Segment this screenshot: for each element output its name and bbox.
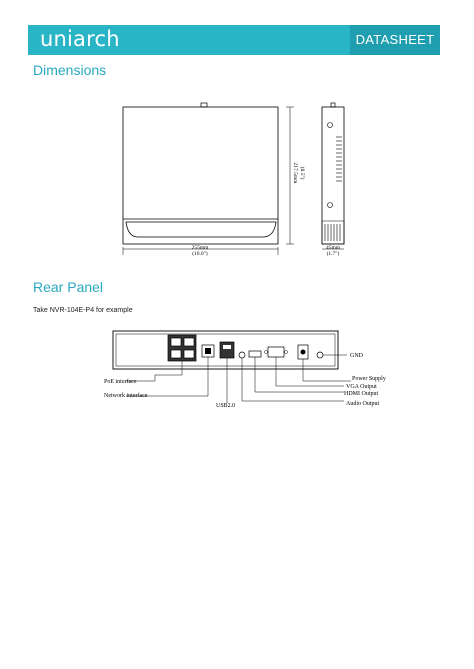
power-supply-label: Power Supply	[352, 376, 386, 382]
width-inch-label: (10.0")	[192, 250, 208, 257]
rear-panel-heading: Rear Panel	[33, 279, 104, 295]
gnd-terminal	[316, 351, 324, 359]
datasheet-badge: DATASHEET	[350, 25, 440, 55]
header-bar: uniarch DATASHEET	[28, 25, 440, 55]
dimensions-heading: Dimensions	[33, 62, 107, 78]
usb-port	[219, 341, 235, 359]
vga-port	[267, 346, 285, 358]
depth-inch-label: (8.5")	[299, 167, 306, 180]
rear-chassis-outline	[112, 330, 339, 370]
width-label: 255mm	[192, 245, 210, 251]
poe-interface-label: PoE interface	[104, 378, 137, 385]
top-view-outline	[122, 106, 279, 245]
hdmi-port	[248, 350, 262, 358]
brand-logo: uniarch	[40, 27, 120, 51]
network-interface-label: Network interface	[104, 392, 148, 399]
rear-panel-drawing: GND Power Supply VGA Output HDMI Output …	[104, 330, 386, 409]
height-label: 45mm	[326, 245, 341, 251]
gnd-label: GND	[350, 353, 364, 359]
height-inch-label: (1.7")	[327, 250, 340, 257]
audio-port	[238, 351, 246, 359]
dimensions-drawing: 255mm (10.0") 217.5mm (8.5") 45mm (1.7")	[122, 102, 345, 257]
rear-panel-caption: Take NVR-104E-P4 for example	[33, 307, 133, 314]
vga-output-label: VGA Output	[346, 384, 377, 390]
audio-output-label: Audio Output	[346, 401, 380, 407]
hdmi-output-label: HDMI Output	[344, 391, 378, 397]
usb-label: USB2.0	[216, 403, 235, 409]
depth-label: 217.5mm	[292, 163, 298, 185]
side-view-outline	[321, 106, 345, 245]
poe-ports	[167, 334, 197, 362]
